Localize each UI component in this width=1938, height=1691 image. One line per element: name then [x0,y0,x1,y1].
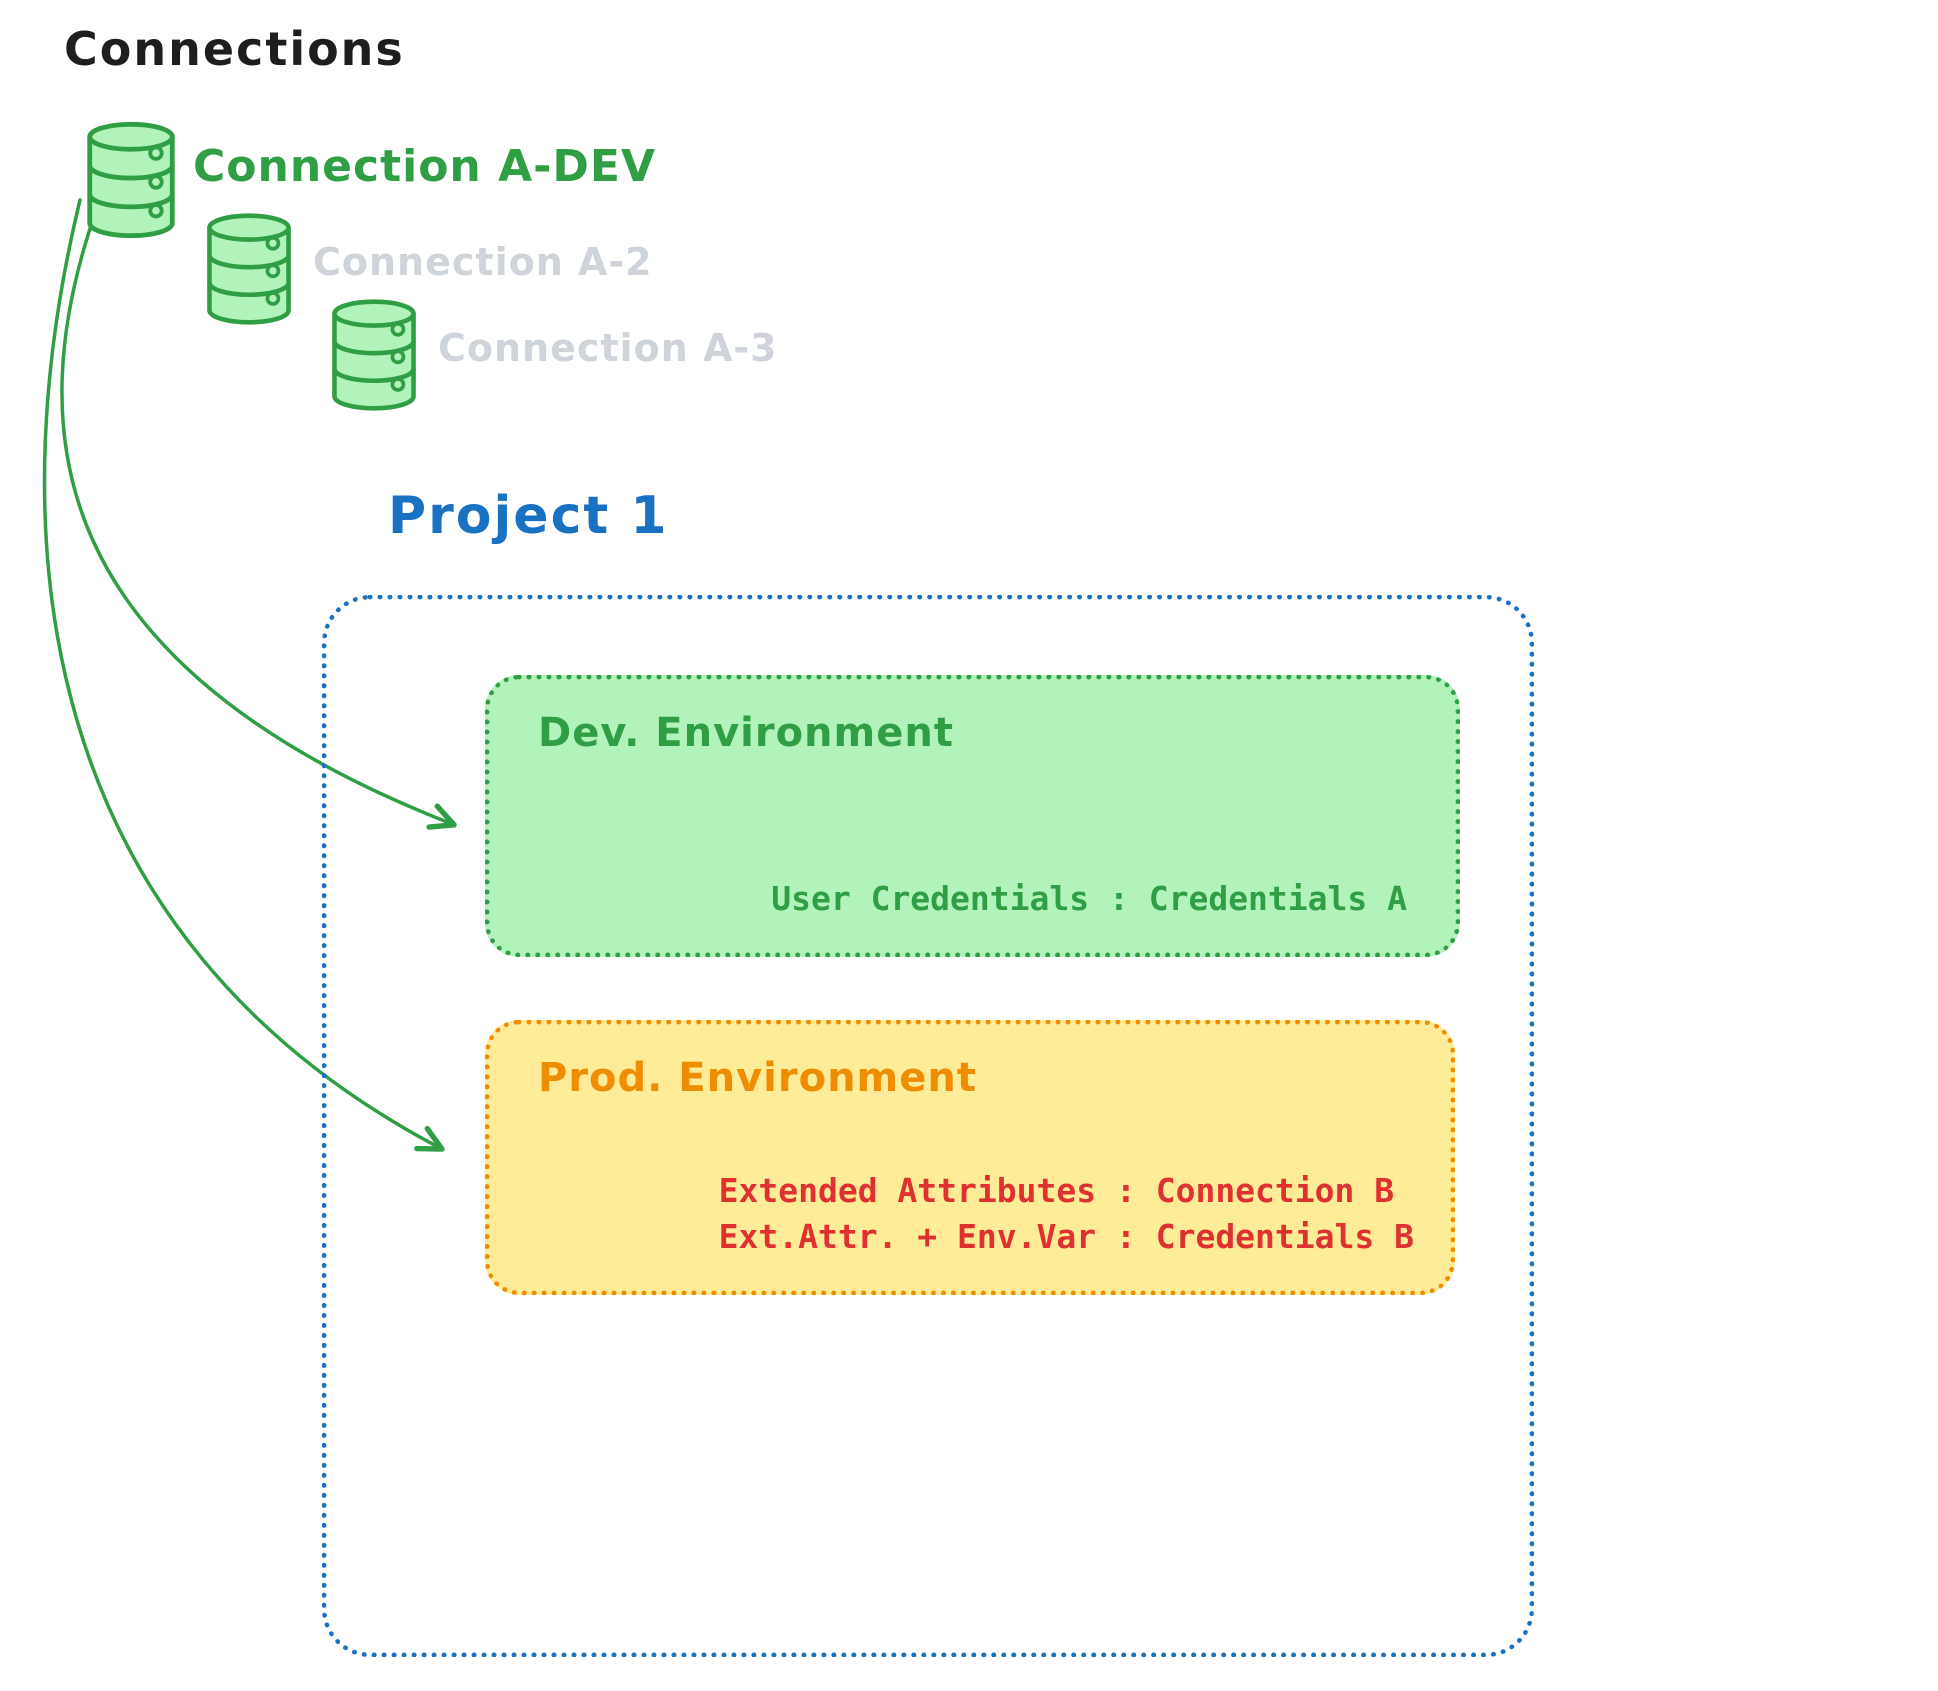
prod-credentials-line-2: Ext.Attr. + Env.Var : Credentials B [718,1217,1414,1256]
connection-label-a-2: Connection A-2 [313,240,653,284]
prod-credentials-text: Extended Attributes : Connection B Ext.A… [719,1168,1414,1260]
prod-credentials-line-1: Extended Attributes : Connection B [718,1171,1395,1210]
dev-environment-title: Dev. Environment [538,710,954,756]
connection-label-a-dev: Connection A-DEV [193,141,657,192]
database-icon-a-dev [87,121,175,239]
dev-credentials-text: User Credentials : Credentials A [771,879,1407,918]
dev-environment-box: Dev. Environment User Credentials : Cred… [485,675,1460,957]
prod-environment-title: Prod. Environment [538,1055,977,1101]
project-container [322,595,1534,1657]
database-icon-a-3 [332,299,416,411]
connection-label-a-3: Connection A-3 [438,326,778,370]
prod-environment-box: Prod. Environment Extended Attributes : … [485,1020,1455,1295]
diagram-title: Connections [64,22,405,76]
database-icon-a-2 [207,213,291,325]
project-title: Project 1 [388,486,669,546]
